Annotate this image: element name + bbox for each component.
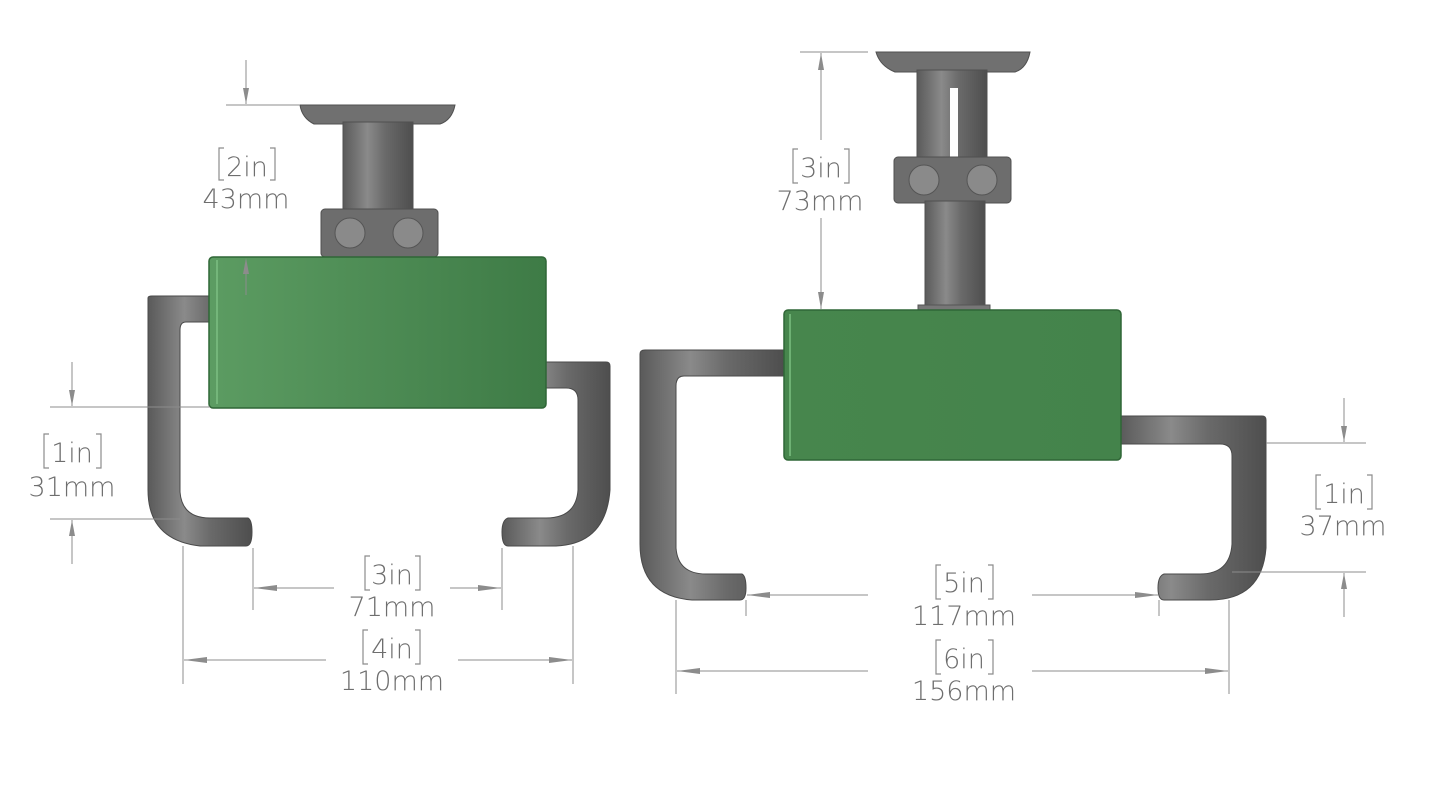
green-box xyxy=(783,309,1122,461)
right-hook xyxy=(501,361,611,547)
post-cap xyxy=(875,51,1031,73)
dim-label-imperial: 3in xyxy=(371,560,413,591)
large-assembly xyxy=(639,51,1267,601)
dim-large-inner-width: 5in 117mm xyxy=(745,564,1160,632)
post-shaft-lower xyxy=(924,200,986,310)
dim-small-outer-width: 4in 110mm xyxy=(182,546,574,697)
dim-small-post-height: 2in 43mm xyxy=(203,60,300,295)
post-shaft xyxy=(342,121,414,213)
dim-label-metric: 71mm xyxy=(349,592,436,623)
dim-small-inner-width: 3in 71mm xyxy=(252,548,503,623)
dim-label-metric: 117mm xyxy=(912,601,1016,632)
dim-label-metric: 73mm xyxy=(777,186,864,217)
left-hook xyxy=(639,349,785,601)
dim-label-metric: 31mm xyxy=(29,472,116,503)
dim-label-imperial: 5in xyxy=(943,568,985,599)
dim-label-imperial: 1in xyxy=(51,438,93,469)
green-box xyxy=(208,256,547,409)
dim-label-metric: 43mm xyxy=(203,184,290,215)
dim-large-post-height: 3in 73mm xyxy=(777,51,868,309)
small-assembly xyxy=(147,104,611,547)
dim-label-imperial: 4in xyxy=(371,634,413,665)
dim-label-imperial: 2in xyxy=(226,152,268,183)
dim-label-metric: 37mm xyxy=(1300,511,1387,542)
dim-label-metric: 110mm xyxy=(340,666,444,697)
dim-small-hook-depth: 1in 31mm xyxy=(29,362,210,564)
post-cap xyxy=(299,104,456,125)
dim-large-outer-width: 6in 156mm xyxy=(675,600,1230,707)
dim-large-hook-depth: 1in 37mm xyxy=(1232,398,1386,617)
dim-label-imperial: 1in xyxy=(1323,479,1365,510)
right-hook xyxy=(1119,415,1267,601)
dim-label-metric: 156mm xyxy=(912,676,1016,707)
dim-label-imperial: 3in xyxy=(800,153,842,184)
dim-label-imperial: 6in xyxy=(943,644,985,675)
